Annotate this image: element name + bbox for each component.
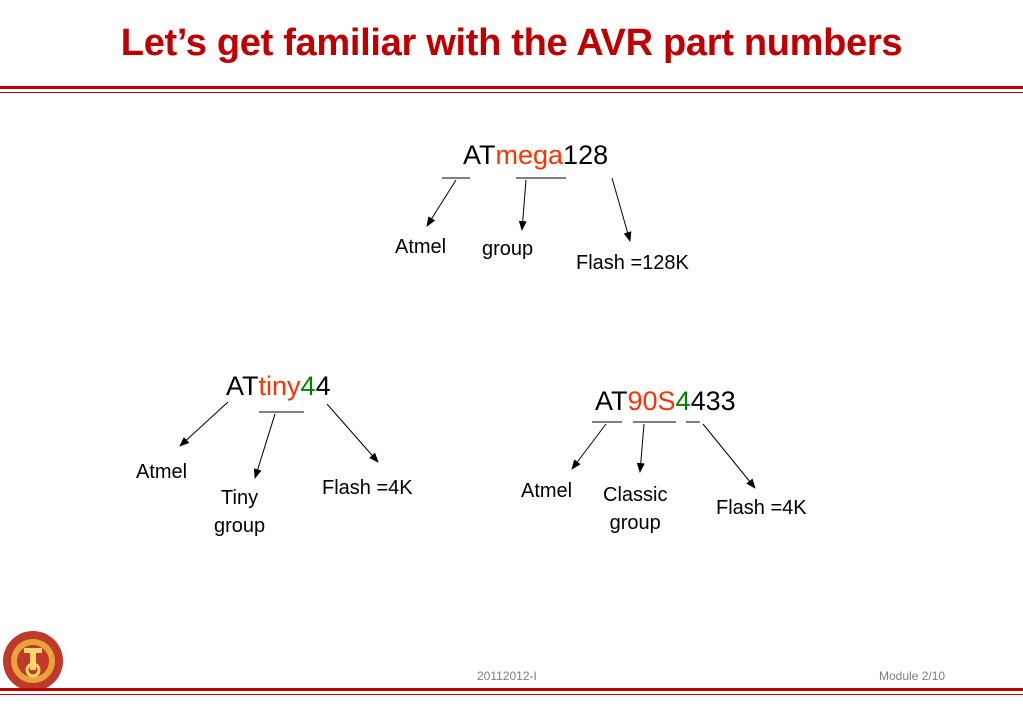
variant-code: 433 xyxy=(690,386,736,416)
flash-digit: 4 xyxy=(675,386,691,416)
footer-course-code: 20112012-I xyxy=(477,669,537,683)
arrow-to-atmel xyxy=(426,179,457,227)
label-classic-group: Classic group xyxy=(603,481,667,537)
arrow-to-flash xyxy=(611,177,632,242)
flash-size-code: 128 xyxy=(563,140,609,170)
arrow-to-group xyxy=(253,413,276,479)
arrow-to-group xyxy=(636,423,645,473)
footer-module: Module 2/10 xyxy=(879,669,946,683)
label-atmel: Atmel xyxy=(521,480,573,502)
manufacturer-prefix: AT xyxy=(463,140,496,170)
arrow-to-atmel xyxy=(179,401,229,447)
slide-title: Let’s get familiar with the AVR part num… xyxy=(120,22,903,64)
manufacturer-prefix: AT xyxy=(595,386,628,416)
label-line: Classic xyxy=(603,484,668,506)
manufacturer-prefix: AT xyxy=(226,371,259,401)
part-number-attiny44: ATtiny44 xyxy=(226,371,331,402)
label-line: Tiny xyxy=(221,487,259,509)
university-logo xyxy=(3,631,63,691)
title-rule-thick xyxy=(0,86,1023,89)
arrow-to-group xyxy=(518,179,527,231)
label-line: group xyxy=(214,515,266,537)
part-number-at90s4433: AT90S4433 xyxy=(595,386,736,417)
label-atmel: Atmel xyxy=(395,236,447,258)
label-line: group xyxy=(609,512,661,534)
group-code: mega xyxy=(495,140,564,170)
label-atmel: Atmel xyxy=(136,461,188,483)
group-code: tiny xyxy=(258,371,301,401)
part-number-atmega128: ATmega128 xyxy=(463,140,608,171)
arrow-to-atmel xyxy=(571,423,607,470)
label-group: group xyxy=(482,238,534,260)
footer-rule-thick xyxy=(0,688,1023,691)
title-rule-thin xyxy=(0,92,1023,93)
group-code: 90S xyxy=(627,386,676,416)
label-flash: Flash =4K xyxy=(322,477,413,499)
arrow-to-flash xyxy=(326,403,379,463)
label-flash: Flash =4K xyxy=(716,497,807,519)
footer-rule-thin xyxy=(0,694,1023,695)
flash-digit: 4 xyxy=(300,371,316,401)
variant-code: 4 xyxy=(315,371,331,401)
label-tiny-group: Tiny group xyxy=(214,484,265,540)
arrow-to-flash xyxy=(702,423,756,489)
label-flash: Flash =128K xyxy=(576,252,689,274)
